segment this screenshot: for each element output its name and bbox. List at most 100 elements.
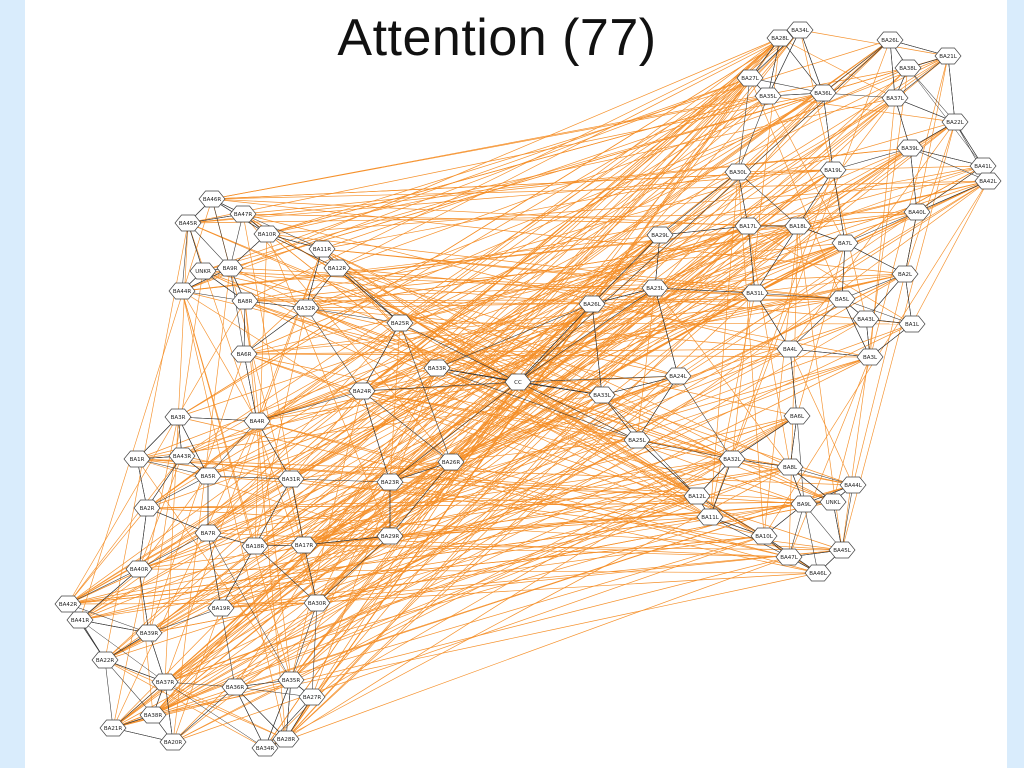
- graph-node: BA42R: [54, 595, 82, 613]
- orange-edge: [202, 270, 698, 497]
- orange-edge: [138, 356, 871, 570]
- node-label: BA12L: [688, 494, 707, 500]
- black-edge: [737, 171, 749, 227]
- node-label: BA38L: [899, 66, 918, 72]
- black-edge: [822, 39, 891, 94]
- node-label: BA11L: [701, 515, 720, 521]
- black-edge: [789, 348, 871, 358]
- node-hexagon: [776, 458, 804, 476]
- node-hexagon: [934, 47, 962, 65]
- graph-node: BA9L: [790, 495, 818, 513]
- node-label: BA31R: [282, 477, 301, 483]
- black-edge: [242, 213, 323, 250]
- node-label: BA37R: [156, 680, 175, 686]
- node-hexagon: [578, 295, 606, 313]
- node-hexagon: [588, 386, 616, 404]
- orange-edge: [311, 367, 438, 698]
- orange-edge: [79, 458, 733, 621]
- graph-node: BA39L: [896, 139, 924, 157]
- node-hexagon: [784, 217, 812, 235]
- node-label: BA44R: [173, 289, 192, 295]
- black-edge: [399, 322, 452, 463]
- node-label: BA10R: [258, 232, 277, 238]
- graph-node: BA8L: [776, 458, 804, 476]
- node-label: BA26L: [583, 302, 602, 308]
- graph-node: BA5L: [828, 290, 856, 308]
- node-label: UNKL: [826, 500, 842, 506]
- node-hexagon: [194, 467, 222, 485]
- graph-node: BA12R: [323, 259, 351, 277]
- orange-edge: [256, 171, 739, 422]
- node-label: BA45L: [833, 548, 852, 554]
- orange-edge: [316, 495, 698, 604]
- orange-edge: [321, 248, 756, 294]
- orange-edge: [256, 420, 790, 558]
- node-hexagon: [974, 172, 1002, 190]
- black-edge: [654, 287, 756, 294]
- node-label: BA22R: [96, 658, 115, 664]
- graph-node: BA4L: [776, 340, 804, 358]
- orange-edge: [112, 466, 791, 729]
- orange-edge: [636, 180, 989, 441]
- node-hexagon: [783, 407, 811, 425]
- node-hexagon: [819, 161, 847, 179]
- graph-node: BA7R: [194, 524, 222, 542]
- node-label: BA26L: [881, 38, 900, 44]
- black-edge: [138, 532, 209, 570]
- orange-edge: [138, 568, 154, 716]
- orange-edge: [754, 180, 989, 294]
- black-edge: [737, 171, 799, 227]
- orange-edge: [316, 234, 661, 604]
- black-edge: [148, 607, 222, 634]
- orange-edge: [389, 37, 781, 483]
- orange-edge: [254, 466, 791, 547]
- node-hexagon: [664, 367, 692, 385]
- node-hexagon: [891, 265, 919, 283]
- node-label: BA36L: [814, 91, 833, 97]
- orange-edge: [104, 169, 834, 661]
- black-edge: [361, 390, 391, 483]
- orange-edge: [187, 147, 911, 224]
- node-hexagon: [809, 84, 837, 102]
- graph-node: BA35L: [754, 87, 782, 105]
- node-hexagon: [91, 651, 119, 669]
- orange-edge: [436, 298, 843, 369]
- node-label: BA23L: [646, 286, 665, 292]
- orange-edge: [361, 169, 834, 392]
- orange-edge: [399, 55, 949, 324]
- black-edge: [677, 375, 733, 460]
- black-edge: [737, 77, 751, 173]
- black-edge: [754, 225, 799, 294]
- node-label: BA17L: [739, 224, 758, 230]
- orange-edge: [67, 180, 989, 605]
- node-hexagon: [741, 284, 769, 302]
- orange-edge: [254, 37, 781, 547]
- black-edge: [256, 390, 363, 422]
- black-edge: [389, 461, 452, 537]
- orange-edge: [152, 55, 949, 716]
- orange-edge: [164, 681, 287, 740]
- black-edge: [290, 602, 318, 681]
- orange-edge: [79, 198, 213, 621]
- black-edge: [754, 292, 791, 350]
- node-label: BA24L: [669, 374, 688, 380]
- graph-node: BA23R: [376, 473, 404, 491]
- orange-edge: [187, 92, 824, 224]
- graph-node: BA38L: [894, 59, 922, 77]
- node-label: BA7R: [201, 531, 216, 537]
- orange-edge: [266, 233, 391, 537]
- orange-edge: [202, 92, 824, 272]
- node-label: BA28R: [277, 737, 296, 743]
- black-edge: [844, 211, 918, 244]
- orange-edge: [136, 458, 292, 681]
- node-hexagon: [852, 310, 880, 328]
- node-hexagon: [290, 536, 318, 554]
- graph-node: BA6R: [230, 345, 258, 363]
- black-edge: [256, 420, 292, 480]
- node-hexagon: [718, 450, 746, 468]
- node-hexagon: [168, 447, 196, 465]
- black-edge: [303, 535, 391, 546]
- orange-edge: [207, 318, 867, 534]
- orange-edge: [136, 458, 834, 503]
- orange-edge: [517, 242, 846, 383]
